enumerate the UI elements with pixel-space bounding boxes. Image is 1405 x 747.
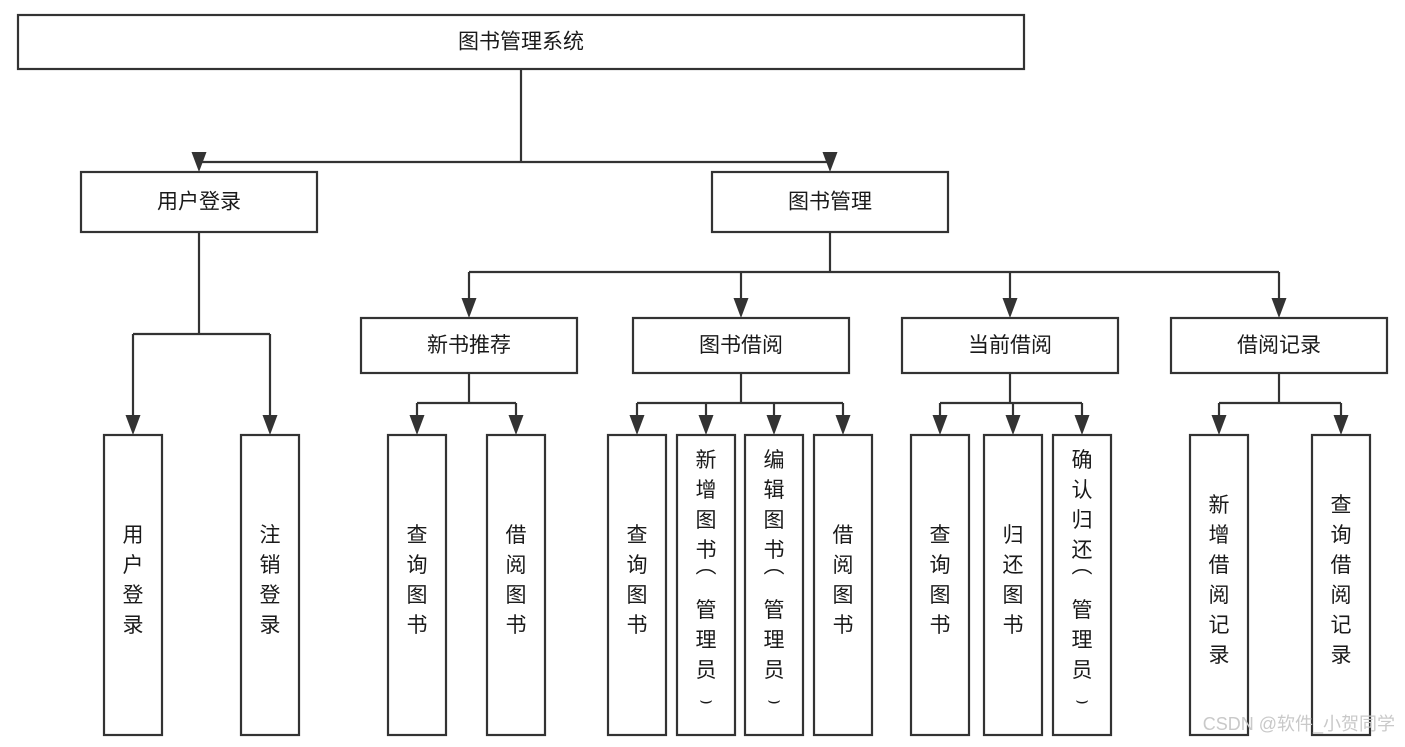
node-leaf-logout-login-label: 注销登录 <box>260 524 281 637</box>
node-leaf-return-book[interactable]: 归还图书 <box>982 433 1044 737</box>
node-leaf-return-book-box[interactable] <box>982 433 1044 737</box>
node-new-book-recommend[interactable]: 新书推荐 <box>359 316 579 375</box>
node-root-label: 图书管理系统 <box>458 31 584 54</box>
node-leaf-user-login-label: 用户登录 <box>123 524 144 637</box>
node-book-management[interactable]: 图书管理 <box>710 170 950 234</box>
node-leaf-query-book-borrow-label: 查询图书 <box>627 524 648 637</box>
node-borrow-record-box[interactable] <box>1169 316 1389 375</box>
node-leaf-borrow-book-box[interactable] <box>812 433 874 737</box>
node-leaf-borrow-book[interactable]: 借阅图书 <box>812 433 874 737</box>
node-leaf-query-book-recommend[interactable]: 查询图书 <box>386 433 448 737</box>
node-leaf-logout-login-box[interactable] <box>239 433 301 737</box>
node-leaf-add-book-admin-box[interactable] <box>675 433 737 737</box>
node-user-login[interactable]: 用户登录 <box>79 170 319 234</box>
node-borrow-record-label: 借阅记录 <box>1237 334 1321 357</box>
node-new-book-recommend-label: 新书推荐 <box>427 334 511 357</box>
csdn-watermark: CSDN @软件_小贺同学 <box>1203 714 1395 735</box>
node-leaf-confirm-return-admin-box[interactable] <box>1051 433 1113 737</box>
node-leaf-user-login-box[interactable] <box>102 433 164 737</box>
node-user-login-box[interactable] <box>79 170 319 234</box>
node-leaf-query-book-recommend-label: 查询图书 <box>407 524 428 637</box>
node-book-borrow-label: 图书借阅 <box>699 334 783 357</box>
node-leaf-query-book-current-label: 查询图书 <box>930 524 951 637</box>
node-leaf-borrow-book-recommend-box[interactable] <box>485 433 547 737</box>
node-user-login-label: 用户登录 <box>157 191 241 214</box>
node-leaf-query-book-current-box[interactable] <box>909 433 971 737</box>
node-layer: 图书管理系统用户登录图书管理新书推荐图书借阅当前借阅借阅记录用户登录注销登录查询… <box>16 13 1389 737</box>
connector-new-book-recommend-to-leaves <box>409 373 524 435</box>
node-leaf-add-borrow-record[interactable]: 新增借阅记录 <box>1188 433 1250 737</box>
node-borrow-record[interactable]: 借阅记录 <box>1169 316 1389 375</box>
node-leaf-edit-book-admin-label: 编辑图书⌒管理员⌣ <box>764 449 785 712</box>
node-leaf-edit-book-admin-box[interactable] <box>743 433 805 737</box>
node-leaf-query-book-current[interactable]: 查询图书 <box>909 433 971 737</box>
connector-root-to-level2 <box>191 69 838 172</box>
connector-layer <box>125 69 1349 435</box>
node-leaf-return-book-label: 归还图书 <box>1003 524 1024 637</box>
node-leaf-query-borrow-record-box[interactable] <box>1310 433 1372 737</box>
node-leaf-user-login[interactable]: 用户登录 <box>102 433 164 737</box>
node-leaf-query-book-borrow[interactable]: 查询图书 <box>606 433 668 737</box>
node-leaf-query-borrow-record[interactable]: 查询借阅记录 <box>1310 433 1372 737</box>
node-leaf-borrow-book-label: 借阅图书 <box>833 524 854 637</box>
node-leaf-add-borrow-record-box[interactable] <box>1188 433 1250 737</box>
node-leaf-query-book-recommend-box[interactable] <box>386 433 448 737</box>
node-book-borrow-box[interactable] <box>631 316 851 375</box>
node-leaf-logout-login[interactable]: 注销登录 <box>239 433 301 737</box>
node-current-borrow-box[interactable] <box>900 316 1120 375</box>
connector-user-login-to-leaves <box>125 232 278 435</box>
node-book-management-label: 图书管理 <box>788 191 872 214</box>
node-leaf-add-book-admin[interactable]: 新增图书⌒管理员⌣ <box>675 433 737 737</box>
watermark-layer: CSDN @软件_小贺同学 <box>1203 714 1395 735</box>
node-leaf-confirm-return-admin-label: 确认归还⌒管理员⌣ <box>1072 449 1093 712</box>
node-leaf-confirm-return-admin[interactable]: 确认归还⌒管理员⌣ <box>1051 433 1113 737</box>
connector-book-borrow-to-leaves <box>629 373 851 435</box>
node-new-book-recommend-box[interactable] <box>359 316 579 375</box>
node-root[interactable]: 图书管理系统 <box>16 13 1026 71</box>
node-leaf-borrow-book-recommend-label: 借阅图书 <box>506 524 527 637</box>
node-leaf-edit-book-admin[interactable]: 编辑图书⌒管理员⌣ <box>743 433 805 737</box>
connector-book-management-to-level3 <box>461 232 1287 318</box>
connector-borrow-record-to-leaves <box>1211 373 1349 435</box>
node-leaf-add-book-admin-label: 新增图书⌒管理员⌣ <box>696 449 717 712</box>
node-leaf-add-borrow-record-label: 新增借阅记录 <box>1209 494 1230 667</box>
node-current-borrow[interactable]: 当前借阅 <box>900 316 1120 375</box>
node-leaf-query-book-borrow-box[interactable] <box>606 433 668 737</box>
node-leaf-query-borrow-record-label: 查询借阅记录 <box>1331 494 1352 667</box>
node-book-management-box[interactable] <box>710 170 950 234</box>
node-current-borrow-label: 当前借阅 <box>968 334 1052 357</box>
node-leaf-borrow-book-recommend[interactable]: 借阅图书 <box>485 433 547 737</box>
connector-current-borrow-to-leaves <box>932 373 1090 435</box>
node-book-borrow[interactable]: 图书借阅 <box>631 316 851 375</box>
node-root-box[interactable] <box>16 13 1026 71</box>
